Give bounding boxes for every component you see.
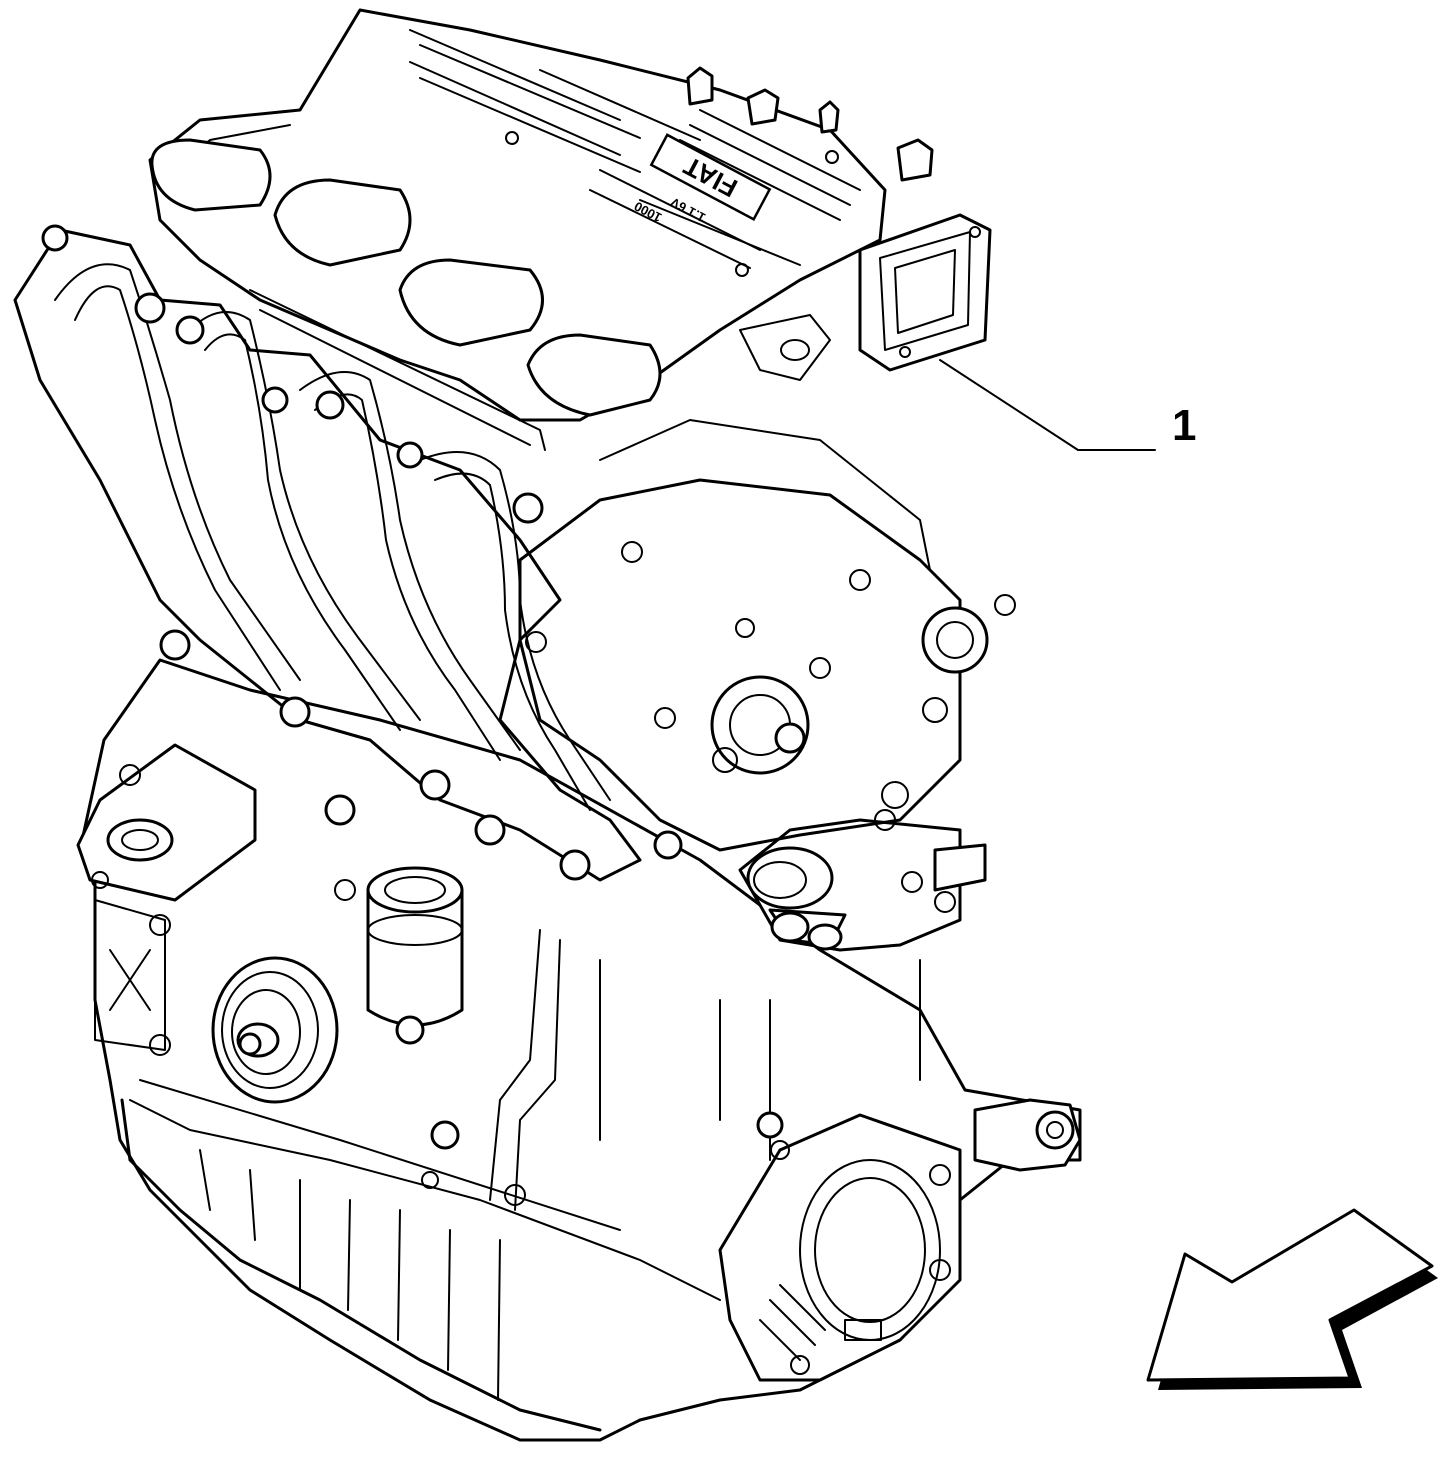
direction-arrow bbox=[1146, 1208, 1438, 1390]
engine-block bbox=[78, 658, 1082, 1442]
intake-plenum-cover: FIAT 1.1 6V 1000 bbox=[148, 8, 934, 422]
flywheel-housing bbox=[718, 1113, 962, 1382]
cylinder-head bbox=[249, 289, 831, 451]
crankshaft-pulley bbox=[211, 956, 339, 1104]
callout-1-leader bbox=[939, 359, 1156, 451]
camshaft-housing bbox=[518, 419, 1016, 852]
intake-manifold bbox=[13, 224, 784, 1206]
callout-label-1: 1 bbox=[1172, 401, 1197, 450]
oil-filter bbox=[366, 866, 464, 1027]
thermostat-housing bbox=[738, 781, 987, 952]
engine-mount-bracket bbox=[76, 743, 257, 1056]
rear-bracket bbox=[973, 1098, 1082, 1172]
throttle-body-flange bbox=[858, 213, 992, 372]
